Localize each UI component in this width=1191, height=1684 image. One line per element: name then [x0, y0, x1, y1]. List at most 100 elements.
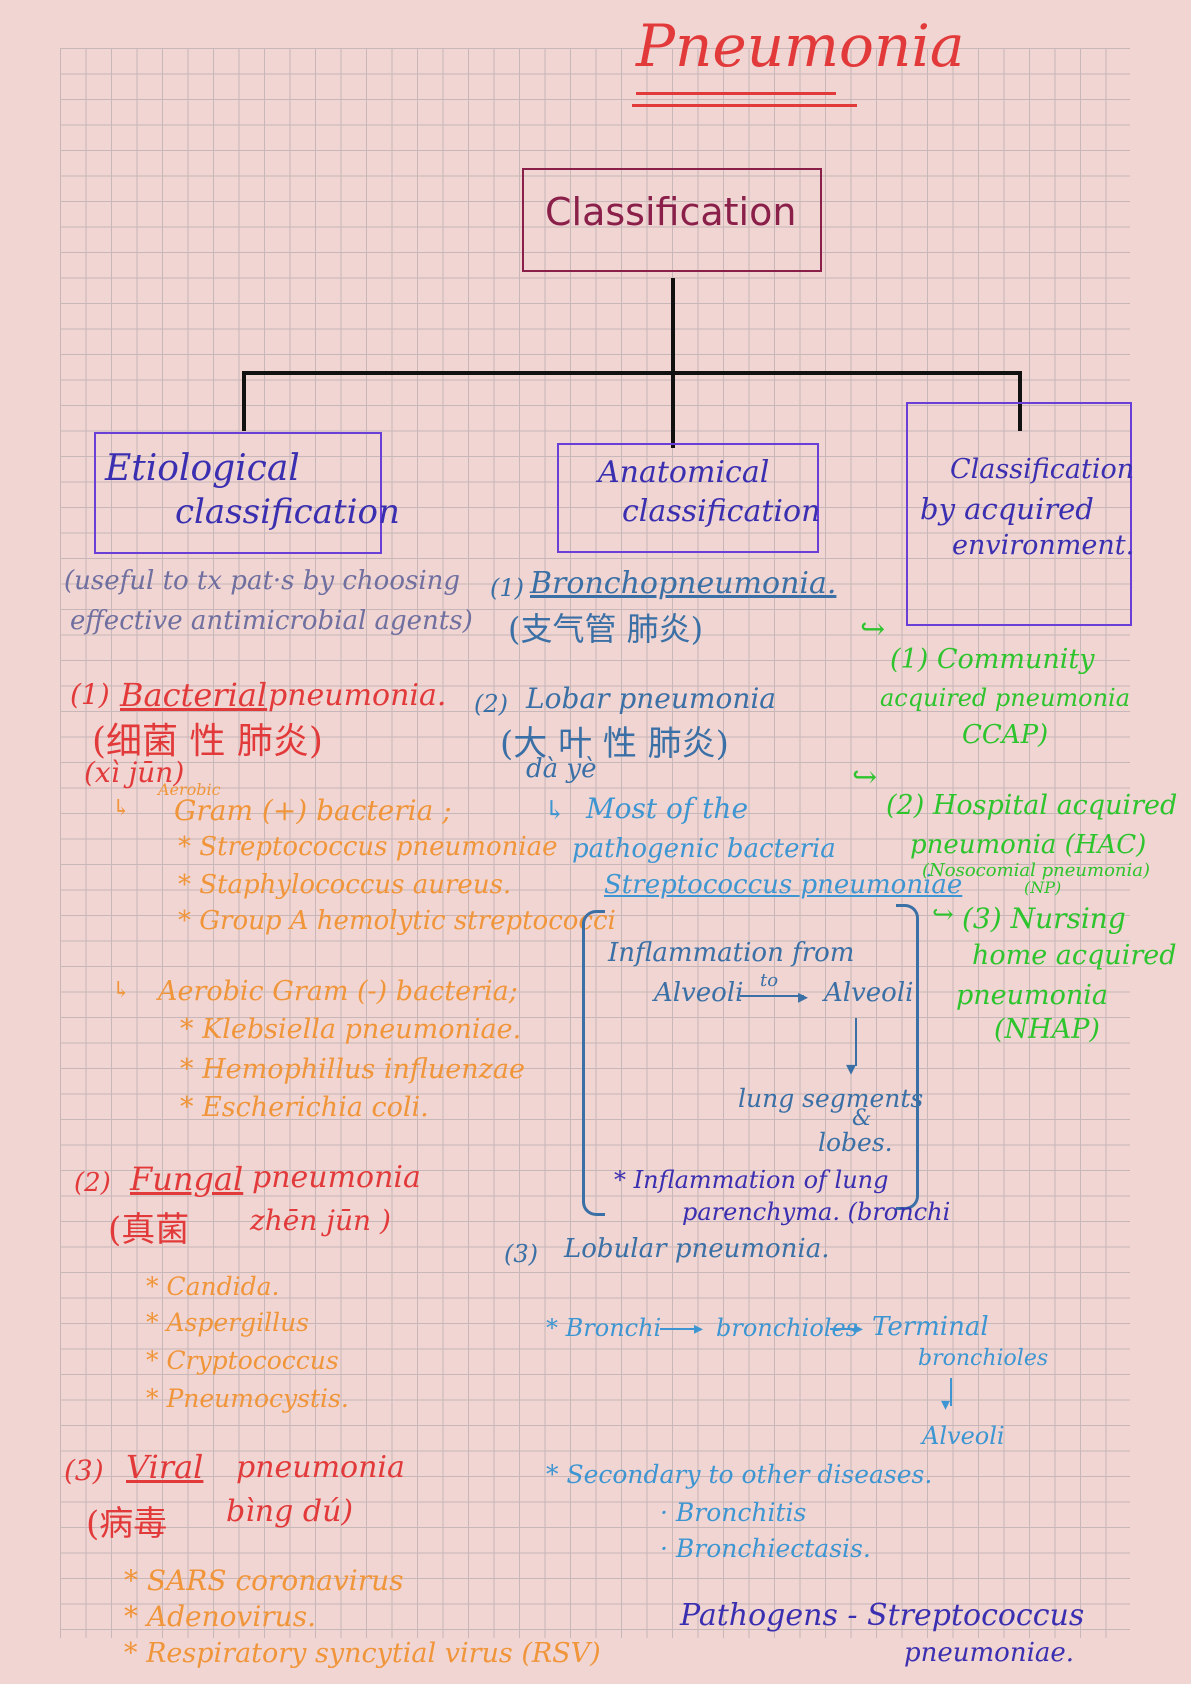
fungal-chinese: (真菌 — [108, 1210, 190, 1250]
lobar-most-2: pathogenic bacteria — [572, 834, 836, 864]
anatomical-box — [557, 443, 819, 553]
viral-title: Viral — [126, 1448, 204, 1486]
brace-right — [896, 904, 919, 1210]
lobar-strep: Streptococcus pneumoniae — [604, 870, 963, 900]
arrow-down-line — [950, 1378, 952, 1406]
tree-left-drop — [242, 371, 246, 431]
etiological-label-1: Etiological — [105, 448, 300, 489]
environment-box — [906, 402, 1132, 626]
anatomical-label-2: classification — [622, 494, 821, 529]
arrow-icon: ↳ — [112, 978, 131, 1003]
hap-4: (NP) — [1024, 878, 1062, 897]
classification-label: Classification — [545, 190, 797, 234]
lobar-chinese: (大 叶 性 肺炎) — [500, 724, 729, 764]
pathogens-2: pneumoniae. — [904, 1638, 1075, 1668]
nhap-1: (3) Nursing — [962, 902, 1126, 935]
alveoli-a: Alveoli — [654, 978, 744, 1008]
title-underline — [636, 92, 836, 95]
viral-chinese: (病毒 — [86, 1504, 168, 1544]
parenchyma-1: * Inflammation of lung — [614, 1166, 889, 1194]
alveoli-b: Alveoli — [824, 978, 914, 1008]
secondary-item-1: · Bronchitis — [660, 1498, 807, 1527]
anatomical-label-1: Anatomical — [598, 455, 770, 490]
secondary-item-2: · Bronchiectasis. — [660, 1534, 871, 1563]
viral-num: (3) — [64, 1454, 104, 1487]
etiological-label-2: classification — [175, 492, 400, 532]
lobular-alveoli: Alveoli — [922, 1422, 1005, 1450]
arrow-down-icon: ▾ — [846, 1056, 857, 1080]
broncho-chinese: (支气管 肺炎) — [508, 610, 704, 648]
tree-right-drop — [1018, 371, 1022, 431]
fungal-item-4: * Pneumocystis. — [146, 1384, 349, 1413]
viral-item-3: * Respiratory syncytial virus (RSV) — [124, 1638, 601, 1669]
bacterial-rest: pneumonia. — [268, 678, 447, 713]
arrow-head-icon: ▸ — [694, 1318, 704, 1339]
environment-label-1: Classification — [950, 454, 1135, 485]
nhap-4: (NHAP) — [994, 1014, 1100, 1045]
lobar-most-1: Most of the — [586, 792, 749, 825]
lobular-bronchi: * Bronchi — [546, 1314, 662, 1342]
gram-negative-item-2: * Hemophillus influenzae — [180, 1054, 525, 1085]
viral-item-1: * SARS coronavirus — [124, 1564, 404, 1597]
fungal-num: (2) — [74, 1168, 111, 1198]
gram-negative-item-3: * Escherichia coli. — [180, 1092, 429, 1123]
arrow-head-icon: ▸ — [854, 1318, 864, 1339]
grid-paper — [60, 48, 1130, 1638]
secondary-label: * Secondary to other diseases. — [546, 1460, 933, 1489]
tree-horizontal — [242, 371, 1022, 375]
fungal-item-2: * Aspergillus — [146, 1308, 310, 1337]
arrow-down-line — [855, 1018, 857, 1066]
gram-positive: Gram (+) bacteria ; — [174, 794, 452, 827]
amp-label: & — [852, 1106, 872, 1131]
hap-2: pneumonia (HAC) — [910, 830, 1147, 860]
bacterial-pinyin: (xì jūn) — [84, 756, 185, 789]
arrow-icon: ↪ — [852, 760, 878, 795]
arrow-icon: ↪ — [860, 612, 886, 647]
to-label: to — [760, 970, 779, 991]
etiological-box — [94, 432, 382, 554]
gram-positive-item-1: * Streptococcus pneumoniae — [178, 832, 558, 862]
lobar-pinyin: dà yè — [526, 754, 597, 784]
lobular-terminal-2: bronchioles — [918, 1346, 1049, 1371]
arrow-icon: ↳ — [544, 796, 566, 826]
bacterial-chinese: (细菌 性 肺炎) — [92, 721, 323, 762]
lobular-terminal: Terminal — [872, 1312, 989, 1342]
lobes-label: lobes. — [818, 1128, 893, 1157]
classification-box — [522, 168, 822, 272]
gram-negative: Aerobic Gram (-) bacteria; — [158, 976, 518, 1007]
hap-3: (Nosocomial pneumonia) — [922, 860, 1151, 881]
nhap-2: home acquired — [972, 940, 1177, 971]
viral-item-2: * Adenovirus. — [124, 1600, 316, 1633]
arrow-line — [830, 1328, 860, 1330]
environment-label-3: environment. — [952, 530, 1135, 561]
environment-label-2: by acquired — [920, 492, 1094, 526]
lung-segments: lung segments — [738, 1084, 924, 1113]
brace-left — [582, 910, 605, 1216]
cap-1: (1) Community — [890, 644, 1095, 675]
lobar-title: Lobar pneumonia — [526, 682, 777, 715]
etiological-note-2: effective antimicrobial agents) — [70, 606, 473, 636]
inflam-from: Inflammation from — [608, 938, 855, 968]
aerobic-small: Aerobic — [158, 780, 221, 799]
arrow-down-icon: ▾ — [941, 1394, 951, 1415]
arrow-line — [740, 995, 804, 997]
gram-positive-item-3: * Group A hemolytic streptococci — [178, 906, 616, 936]
broncho-num: (1) — [490, 574, 524, 602]
lobular-title: Lobular pneumonia. — [564, 1234, 830, 1264]
fungal-item-3: * Cryptococcus — [146, 1346, 339, 1375]
bacterial-title: Bacterial — [120, 676, 268, 714]
gram-negative-item-1: * Klebsiella pneumoniae. — [180, 1014, 522, 1045]
pathogens-1: Pathogens - Streptococcus — [680, 1598, 1085, 1633]
arrow-icon: ↪ — [932, 900, 954, 930]
arrow-icon: ↳ — [112, 796, 131, 821]
page-title: Pneumonia — [636, 12, 965, 80]
arrow-head-icon: ▸ — [798, 984, 809, 1008]
fungal-item-1: * Candida. — [146, 1272, 280, 1301]
cap-3: CCAP) — [962, 720, 1049, 750]
parenchyma-2: parenchyma. (bronchi — [682, 1198, 951, 1226]
hap-1: (2) Hospital acquired — [886, 790, 1178, 821]
viral-rest: pneumonia — [236, 1450, 405, 1485]
viral-pinyin: bìng dú) — [226, 1494, 354, 1529]
fungal-rest: pneumonia — [252, 1160, 421, 1195]
bacterial-num: (1) — [70, 678, 110, 711]
